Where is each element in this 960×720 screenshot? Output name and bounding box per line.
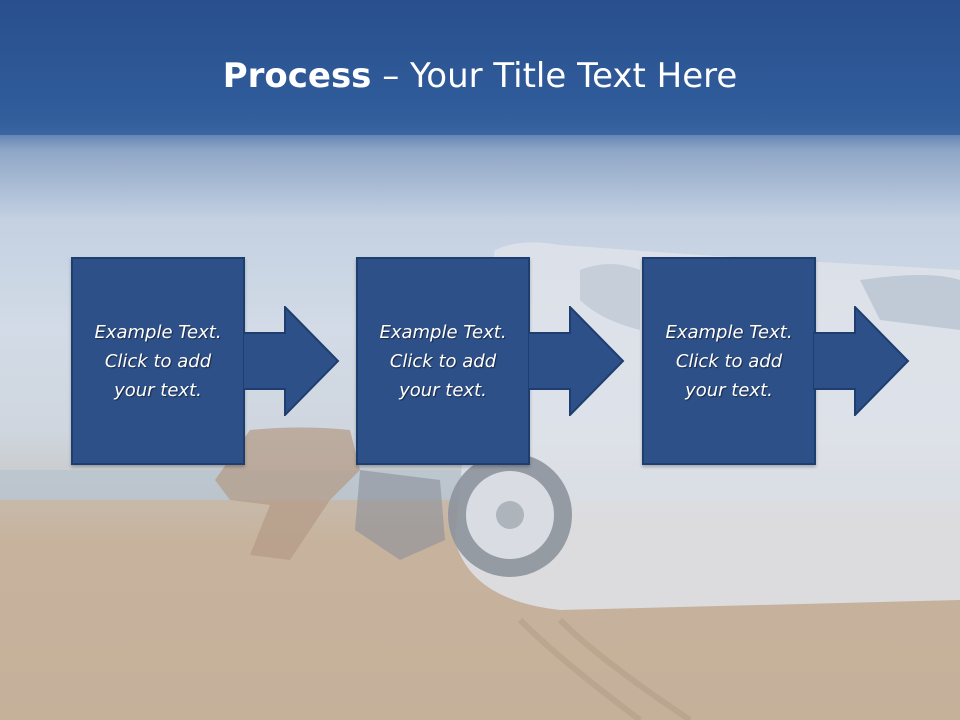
title-bold: Process: [222, 56, 372, 96]
process-step-3-box[interactable]: Example Text. Click to add your text.: [642, 257, 816, 465]
process-step-2-box[interactable]: Example Text. Click to add your text.: [356, 257, 530, 465]
slide-title[interactable]: Process – Your Title Text Here: [0, 52, 960, 100]
process-step-1-text[interactable]: Example Text. Click to add your text.: [94, 321, 222, 401]
process-step-2-text[interactable]: Example Text. Click to add your text.: [379, 321, 507, 401]
process-step-3-arrow: [813, 306, 910, 416]
process-step-1-arrow: [243, 306, 340, 416]
process-step-2-arrow: [528, 306, 625, 416]
title-band: [0, 0, 960, 135]
process-step-1-box[interactable]: Example Text. Click to add your text.: [71, 257, 245, 465]
title-rest: – Your Title Text Here: [371, 56, 738, 96]
process-step-3-text[interactable]: Example Text. Click to add your text.: [665, 321, 793, 401]
